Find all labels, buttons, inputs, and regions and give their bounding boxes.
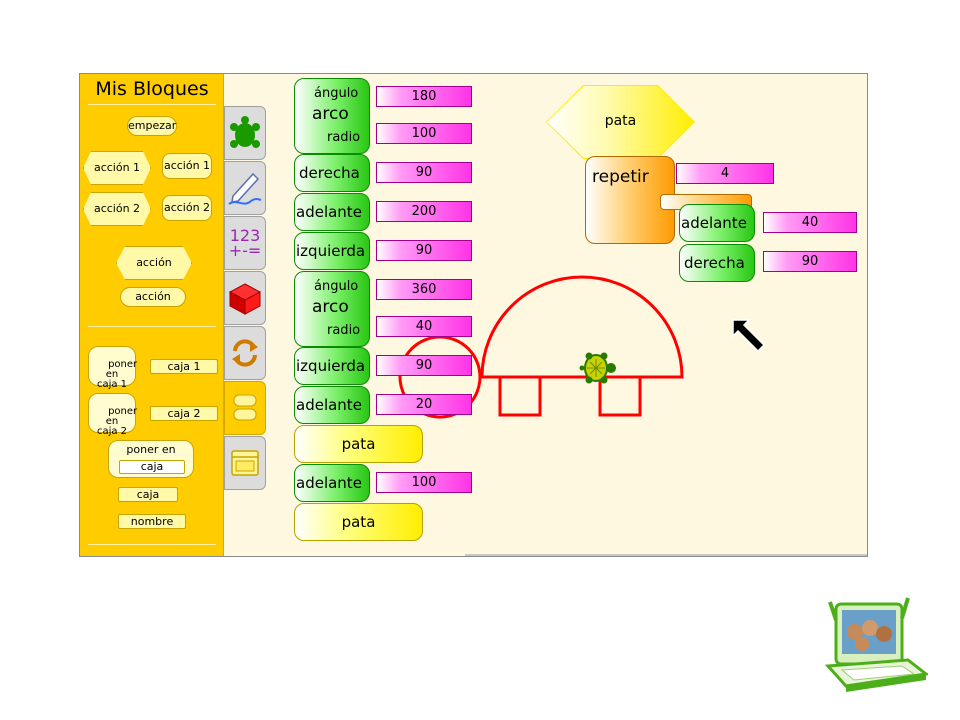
repeat-count-value[interactable]: 4 — [676, 163, 774, 184]
arc-block-1[interactable]: ángulo arco radio — [294, 78, 370, 154]
arc-title: arco — [312, 297, 349, 317]
forward-label: adelante — [296, 396, 362, 414]
forward-block-2[interactable]: adelante — [294, 386, 370, 424]
drawn-dome — [480, 275, 684, 379]
stacks-icon — [233, 394, 257, 421]
forward-label: adelante — [296, 203, 362, 221]
start-block[interactable]: empezar — [127, 116, 177, 136]
box1-block[interactable]: caja 1 — [150, 359, 218, 374]
window-icon — [231, 450, 259, 476]
left-label: izquierda — [296, 357, 366, 375]
left-label: izquierda — [296, 242, 366, 260]
arc-block-2[interactable]: ángulo arco radio — [294, 271, 370, 347]
forward-label: adelante — [296, 474, 362, 492]
name-block[interactable]: nombre — [118, 514, 186, 529]
arc-title: arco — [312, 104, 349, 124]
define-pata-label: pata — [547, 86, 694, 158]
box2-block[interactable]: caja 2 — [150, 406, 218, 421]
arc2-angle-value[interactable]: 360 — [376, 279, 472, 300]
drawn-circle — [398, 335, 482, 419]
red-box-icon — [228, 283, 262, 315]
store-in-box-slot: caja — [119, 460, 185, 474]
arrows-cycle-icon — [232, 339, 258, 367]
box-block[interactable]: caja — [118, 487, 178, 502]
store-box2-label: poner en caja 2 — [96, 406, 138, 437]
action1-call-block[interactable]: acción 1 — [162, 153, 212, 179]
tab-numbers[interactable]: 123 +-= — [224, 216, 266, 270]
arc-radius-label: radio — [327, 323, 361, 338]
blocks-palette: Mis Bloques empezar acción 1 acción 1 ac… — [80, 74, 224, 556]
drawn-leg-left — [498, 377, 542, 417]
tab-my-blocks[interactable] — [224, 381, 266, 435]
store-in-label: poner en — [126, 443, 176, 456]
right1-value[interactable]: 90 — [376, 162, 472, 183]
repeat-right-block[interactable]: derecha — [679, 244, 755, 282]
left2-value[interactable]: 90 — [376, 355, 472, 376]
left-block-1[interactable]: izquierda — [294, 232, 370, 270]
tab-pen[interactable] — [224, 161, 266, 215]
horizontal-scrollbar[interactable] — [465, 554, 867, 556]
repeat-forward-value[interactable]: 40 — [763, 212, 857, 233]
store-box2-block[interactable]: poner en caja 2 — [88, 393, 137, 437]
left1-value[interactable]: 90 — [376, 240, 472, 261]
numbers-tab-label: 123 +-= — [228, 225, 262, 260]
action1-hat-block[interactable]: acción 1 — [83, 151, 151, 185]
forward1-value[interactable]: 200 — [376, 201, 472, 222]
repeat-label: repetir — [592, 167, 649, 187]
arc1-radius-value[interactable]: 100 — [376, 123, 472, 144]
forward2-value[interactable]: 20 — [376, 394, 472, 415]
store-box1-label: poner en caja 1 — [96, 359, 138, 390]
arc1-angle-value[interactable]: 180 — [376, 86, 472, 107]
tab-turtle[interactable] — [224, 106, 266, 160]
forward-block-1[interactable]: adelante — [294, 193, 370, 231]
mouse-cursor-icon — [732, 319, 766, 353]
store-in-block[interactable]: poner en caja — [108, 440, 194, 478]
turtle-icon — [230, 116, 260, 148]
forward3-value[interactable]: 100 — [376, 472, 472, 493]
tab-flow[interactable] — [224, 271, 266, 325]
drawn-leg-right — [598, 377, 642, 417]
arc2-radius-value[interactable]: 40 — [376, 316, 472, 337]
palette-divider — [88, 326, 216, 327]
action-hat-block[interactable]: acción — [116, 246, 192, 280]
action2-call-block[interactable]: acción 2 — [162, 195, 212, 221]
arc-angle-label: ángulo — [314, 86, 359, 101]
xo-laptop-icon — [824, 597, 928, 692]
tab-loops[interactable] — [224, 326, 266, 380]
action2-hat-block[interactable]: acción 2 — [83, 192, 151, 226]
right-label: derecha — [299, 164, 360, 182]
pen-icon — [228, 172, 262, 205]
right-label: derecha — [684, 254, 745, 272]
drawing-canvas[interactable] — [80, 74, 868, 557]
arc-radius-label: radio — [327, 130, 361, 145]
repeat-right-value[interactable]: 90 — [763, 251, 857, 272]
left-block-2[interactable]: izquierda — [294, 347, 370, 385]
tab-media[interactable] — [224, 436, 266, 490]
arc-angle-label: ángulo — [314, 279, 359, 294]
store-box1-block[interactable]: poner en caja 1 — [88, 346, 137, 390]
call-pata-block-2[interactable]: pata — [294, 503, 423, 541]
forward-block-3[interactable]: adelante — [294, 464, 370, 502]
repeat-forward-block[interactable]: adelante — [679, 204, 755, 242]
palette-title: Mis Bloques — [95, 78, 209, 100]
action-call-block[interactable]: acción — [120, 287, 186, 307]
call-pata-block-1[interactable]: pata — [294, 425, 423, 463]
palette-divider — [88, 544, 216, 545]
forward-label: adelante — [681, 214, 747, 232]
turtleart-window: Mis Bloques empezar acción 1 acción 1 ac… — [79, 73, 868, 557]
palette-divider — [88, 104, 216, 105]
turtle-sprite[interactable] — [579, 352, 617, 384]
right-block-1[interactable]: derecha — [294, 154, 370, 192]
